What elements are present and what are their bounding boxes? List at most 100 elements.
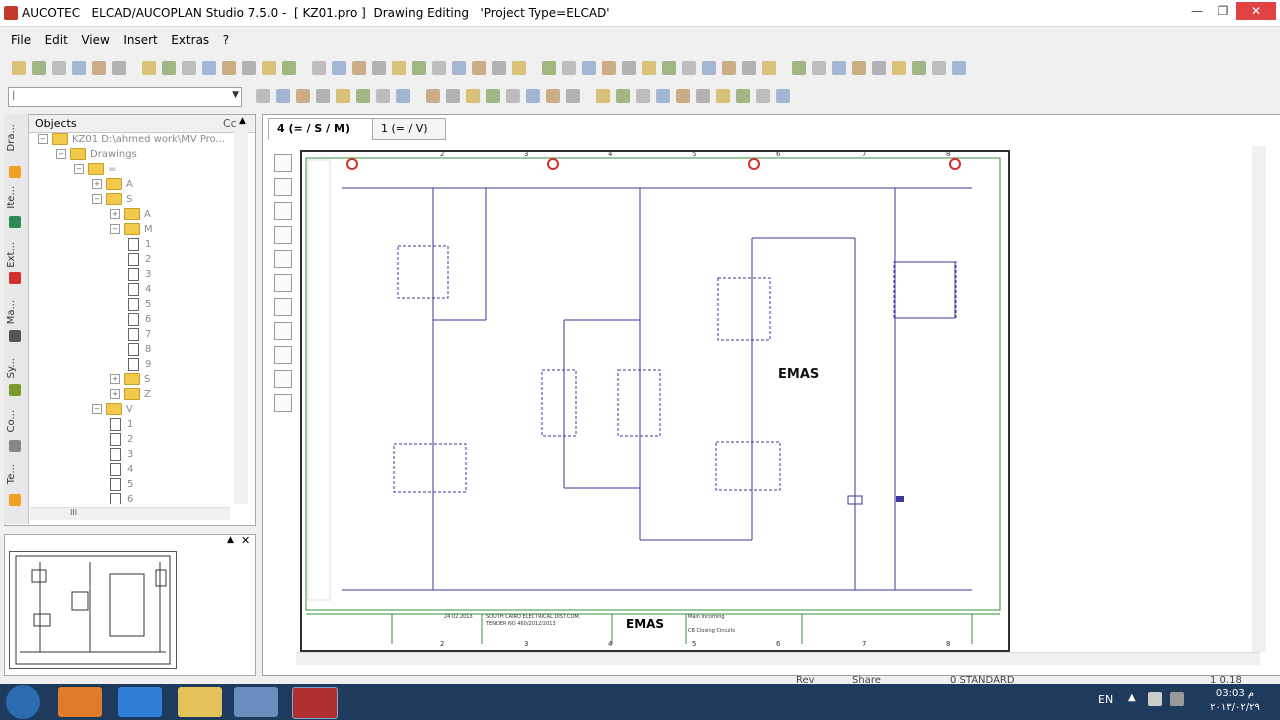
toolbar-button-icon[interactable] (336, 89, 350, 103)
tree-item-folder[interactable]: +S (110, 372, 150, 387)
drawing-tool-icon[interactable] (274, 370, 292, 388)
toolbar-button-icon[interactable] (466, 89, 480, 103)
layer-combo[interactable]: | ▼ (8, 87, 242, 107)
toolbar-button-icon[interactable] (676, 89, 690, 103)
toolbar-button-icon[interactable] (702, 61, 716, 75)
tree-item-drawing[interactable]: 8 (128, 342, 151, 357)
toolbar-button-icon[interactable] (792, 61, 806, 75)
toolbar-button-icon[interactable] (432, 61, 446, 75)
toolbar-button-icon[interactable] (446, 89, 460, 103)
toolbar-button-icon[interactable] (872, 61, 886, 75)
toolbar-button-icon[interactable] (682, 61, 696, 75)
tray-expand-icon[interactable]: ▲ (1128, 692, 1136, 703)
toolbar-button-icon[interactable] (596, 89, 610, 103)
expand-toggle-icon[interactable]: + (110, 374, 120, 384)
toolbar-button-icon[interactable] (912, 61, 926, 75)
tree-item-drawing[interactable]: 5 (128, 297, 151, 312)
toolbar-button-icon[interactable] (756, 89, 770, 103)
toolbar-button-icon[interactable] (312, 61, 326, 75)
canvas-horizontal-scrollbar[interactable] (296, 652, 1260, 665)
toolbar-button-icon[interactable] (642, 61, 656, 75)
tree-horizontal-scrollbar[interactable]: III (30, 507, 230, 520)
menu-edit[interactable]: Edit (44, 33, 68, 47)
side-tab-components[interactable]: Co... (6, 410, 17, 433)
toolbar-button-icon[interactable] (656, 89, 670, 103)
internet-explorer-icon[interactable] (118, 687, 162, 717)
toolbar-button-icon[interactable] (282, 61, 296, 75)
toolbar-button-icon[interactable] (762, 61, 776, 75)
toolbar-button-icon[interactable] (352, 61, 366, 75)
tree-item-drawing[interactable]: 5 (110, 477, 133, 492)
expand-toggle-icon[interactable]: − (92, 194, 102, 204)
elcad-task-icon[interactable] (292, 687, 338, 719)
toolbar-button-icon[interactable] (222, 61, 236, 75)
toolbar-button-icon[interactable] (372, 61, 386, 75)
toolbar-button-icon[interactable] (622, 61, 636, 75)
toolbar-button-icon[interactable] (182, 61, 196, 75)
tree-item-drawing[interactable]: 1 (110, 417, 133, 432)
menu-help[interactable]: ? (222, 33, 230, 47)
menu-view[interactable]: View (81, 33, 110, 47)
volume-icon[interactable] (1170, 692, 1184, 706)
toolbar-button-icon[interactable] (852, 61, 866, 75)
drawing-tool-icon[interactable] (274, 322, 292, 340)
toolbar-button-icon[interactable] (776, 89, 790, 103)
toolbar-button-icon[interactable] (12, 61, 26, 75)
expand-toggle-icon[interactable]: − (92, 404, 102, 414)
toolbar-button-icon[interactable] (812, 61, 826, 75)
expand-toggle-icon[interactable]: − (110, 224, 120, 234)
tree-item-drawing[interactable]: 9 (128, 357, 151, 372)
toolbar-button-icon[interactable] (332, 61, 346, 75)
toolbar-button-icon[interactable] (616, 89, 630, 103)
toolbar-button-icon[interactable] (542, 61, 556, 75)
maximize-button[interactable]: ❐ (1217, 4, 1229, 18)
toolbar-button-icon[interactable] (242, 61, 256, 75)
expand-toggle-icon[interactable]: − (56, 149, 66, 159)
toolbar-button-icon[interactable] (716, 89, 730, 103)
toolbar-button-icon[interactable] (316, 89, 330, 103)
toolbar-button-icon[interactable] (636, 89, 650, 103)
tree-item-folder[interactable]: −S (92, 192, 132, 207)
toolbar-button-icon[interactable] (562, 61, 576, 75)
toolbar-button-icon[interactable] (506, 89, 520, 103)
toolbar-button-icon[interactable] (202, 61, 216, 75)
side-tab-symbols[interactable]: Sy... (6, 358, 17, 379)
toolbar-button-icon[interactable] (92, 61, 106, 75)
tree-item-drawing[interactable]: 6 (128, 312, 151, 327)
tree-item-drawing[interactable]: 4 (110, 462, 133, 477)
side-tab-ext[interactable]: Ext... (6, 242, 17, 268)
toolbar-button-icon[interactable] (566, 89, 580, 103)
tree-item-drawing[interactable]: 2 (128, 252, 151, 267)
drawing-tool-icon[interactable] (274, 346, 292, 364)
toolbar-button-icon[interactable] (832, 61, 846, 75)
toolbar-button-icon[interactable] (296, 89, 310, 103)
toolbar-button-icon[interactable] (412, 61, 426, 75)
toolbar-button-icon[interactable] (32, 61, 46, 75)
expand-toggle-icon[interactable]: + (110, 389, 120, 399)
toolbar-button-icon[interactable] (376, 89, 390, 103)
tree-item-folder[interactable]: −M (110, 222, 153, 237)
expand-toggle-icon[interactable]: − (74, 164, 84, 174)
menu-extras[interactable]: Extras (171, 33, 210, 47)
toolbar-button-icon[interactable] (952, 61, 966, 75)
pin-icon[interactable]: ▲ (239, 116, 246, 126)
expand-toggle-icon[interactable]: + (92, 179, 102, 189)
expand-toggle-icon[interactable]: − (38, 134, 48, 144)
tree-item-folder[interactable]: −= (74, 162, 116, 177)
tree-item-drawing[interactable]: 7 (128, 327, 151, 342)
notepad-icon[interactable] (234, 687, 278, 717)
tree-item-drawing[interactable]: 2 (110, 432, 133, 447)
side-tab-macros[interactable]: Ma... (6, 300, 17, 325)
chevron-down-icon[interactable]: ▼ (232, 90, 239, 100)
tab-drawing-1[interactable]: 1 (= / V) (372, 118, 446, 140)
drawing-tool-icon[interactable] (274, 202, 292, 220)
toolbar-button-icon[interactable] (52, 61, 66, 75)
tree-item-drawing[interactable]: 3 (128, 267, 151, 282)
menu-insert[interactable]: Insert (123, 33, 158, 47)
tab-drawing-4[interactable]: 4 (= / S / M) (268, 118, 376, 140)
toolbar-button-icon[interactable] (396, 89, 410, 103)
side-tab-items[interactable]: Ite... (6, 186, 17, 209)
toolbar-button-icon[interactable] (742, 61, 756, 75)
tree-item-folder[interactable]: +A (110, 207, 151, 222)
